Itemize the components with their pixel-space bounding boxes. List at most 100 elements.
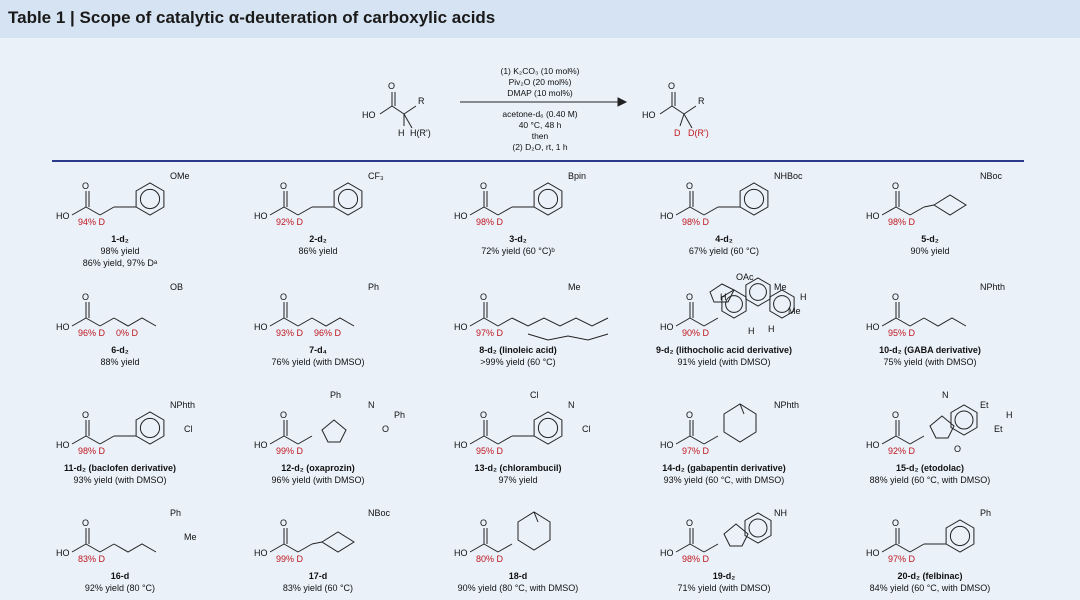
deuterium-percent: 98% D (888, 217, 916, 227)
substrate-structure: O HO R H H(R') (362, 81, 431, 138)
yield-line: 67% yield (60 °C) (688, 246, 760, 256)
substituent-label: Et (994, 424, 1003, 434)
compound-name: 5-d₂ (921, 234, 939, 244)
yield-line: 76% yield (with DMSO) (271, 357, 365, 367)
title-bar: Table 1 | Scope of catalytic α-deuterati… (0, 0, 1080, 38)
deuterium-percent: 94% D (78, 217, 106, 227)
acid-ho-label: HO (254, 548, 268, 558)
yield-line: 97% yield (498, 475, 538, 485)
compound-name: 14-d₂ (gabapentin derivative) (662, 463, 786, 473)
compound-name: 19-d₂ (712, 571, 736, 581)
table-title: Table 1 | Scope of catalytic α-deuterati… (8, 8, 496, 27)
condition-line-6: then (531, 131, 549, 141)
substituent-label: Cl (530, 390, 539, 400)
product-ho-label: HO (642, 110, 656, 120)
product-o-label: O (668, 81, 675, 91)
deuterium-percent: 97% D (476, 328, 504, 338)
acid-o-label: O (280, 410, 287, 420)
substituent-label: Ph (330, 390, 341, 400)
yield-line: 92% yield (80 °C) (84, 583, 156, 593)
deuterium-percent: 0% D (116, 328, 139, 338)
acid-o-label: O (480, 518, 487, 528)
acid-o-label: O (82, 518, 89, 528)
compound-name: 8-d₂ (linoleic acid) (479, 345, 557, 355)
acid-o-label: O (892, 518, 899, 528)
yield-line: 93% yield (with DMSO) (73, 475, 167, 485)
acid-ho-label: HO (56, 548, 70, 558)
entry-caption-15: 15-d₂ (etodolac)88% yield (60 °C, with D… (830, 462, 1030, 486)
substrate-h-label: H (398, 128, 405, 138)
condition-line-2: Piv₂O (20 mol%) (508, 77, 572, 87)
condition-line-5: 40 °C, 48 h (518, 120, 562, 130)
substituent-label: CF₃ (368, 171, 384, 181)
compound-name: 10-d₂ (GABA derivative) (879, 345, 981, 355)
entry-caption-3: 3-d₂ 72% yield (60 °C)ᵇ (418, 233, 618, 257)
acid-ho-label: HO (660, 440, 674, 450)
deuterium-percent: 95% D (888, 328, 916, 338)
compound-name: 16-d (110, 571, 130, 581)
substituent-label: Ph (394, 410, 405, 420)
yield-line: 72% yield (60 °C)ᵇ (481, 246, 555, 256)
yield-line: 90% yield (910, 246, 950, 256)
substituent-label: Bpin (568, 171, 586, 181)
substituent-label: N (368, 400, 375, 410)
substituent-label: H (800, 292, 807, 302)
acid-o-label: O (480, 410, 487, 420)
compound-name: 3-d₂ (509, 234, 527, 244)
substituent-label: NPhth (980, 282, 1005, 292)
acid-ho-label: HO (56, 322, 70, 332)
substituent-label: NBoc (980, 171, 1003, 181)
product-structure: O HO R D D(R') (642, 81, 709, 138)
substituent-label: NHBoc (774, 171, 803, 181)
acid-o-label: O (280, 181, 287, 191)
substituent-label: N (568, 400, 575, 410)
yield-line: 86% yield, 97% Dᵃ (82, 258, 158, 268)
substituent-label: Ph (980, 508, 991, 518)
acid-o-label: O (82, 181, 89, 191)
entry-caption-10: 10-d₂ (GABA derivative) 75% yield (with D… (830, 344, 1030, 368)
entry-caption-8: 8-d₂ (linoleic acid)>99% yield (60 °C) (418, 344, 618, 368)
acid-o-label: O (280, 292, 287, 302)
substituent-label: Ph (368, 282, 379, 292)
yield-line: 75% yield (with DMSO) (883, 357, 977, 367)
substituent-label: Me (568, 282, 581, 292)
acid-o-label: O (686, 181, 693, 191)
substituent-label: H (720, 292, 727, 302)
compound-name: 12-d₂ (oxaprozin) (281, 463, 355, 473)
product-dr-label: D(R') (688, 128, 709, 138)
acid-ho-label: HO (56, 440, 70, 450)
acid-o-label: O (480, 292, 487, 302)
deuterium-percent: 93% D (276, 328, 304, 338)
deuterium-percent: 95% D (476, 446, 504, 456)
acid-ho-label: HO (866, 548, 880, 558)
substituent-label: H (748, 326, 755, 336)
deuterium-percent: 98% D (78, 446, 106, 456)
deuterium-percent: 92% D (276, 217, 304, 227)
compound-name: 18-d (508, 571, 528, 581)
entry-caption-12: 12-d₂ (oxaprozin)96% yield (with DMSO) (218, 462, 418, 486)
yield-line: 83% yield (60 °C) (282, 583, 354, 593)
product-r-label: R (698, 96, 705, 106)
deuterium-percent: 99% D (276, 554, 304, 564)
compound-name: 6-d₂ (111, 345, 129, 355)
entry-caption-5: 5-d₂ 90% yield (830, 233, 1030, 257)
substrate-hr-label: H(R') (410, 128, 431, 138)
compound-name: 1-d₂ (111, 234, 129, 244)
acid-ho-label: HO (660, 322, 674, 332)
deuterium-percent: 92% D (888, 446, 916, 456)
product-d-label: D (674, 128, 681, 138)
deuterium-percent: 83% D (78, 554, 106, 564)
